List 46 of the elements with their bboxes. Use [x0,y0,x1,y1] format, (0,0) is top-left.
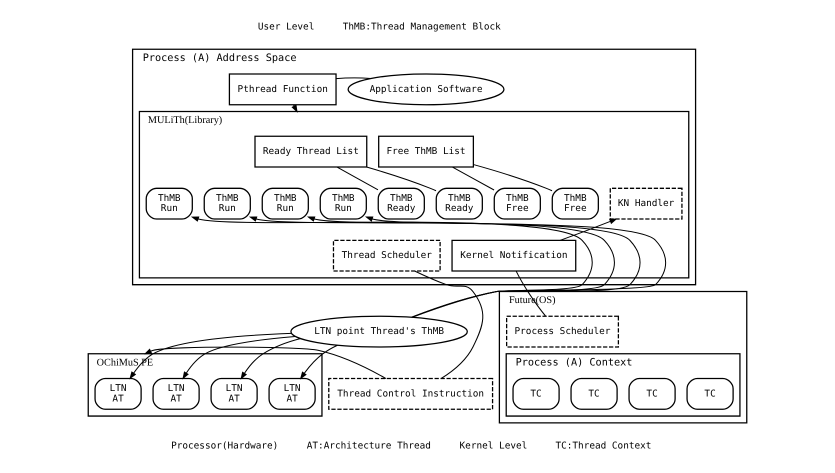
label: Kernel Level [460,440,528,452]
arrow [300,344,338,380]
label: TC:Thread Context [555,440,652,452]
node-box: LTN AT [152,378,200,410]
node-box: ThMB Free [494,188,541,220]
label: ThMB:Thread Management Block [342,21,501,32]
connector [336,166,378,190]
node-box: ThMB Ready [436,188,483,220]
connector [336,77,371,80]
node-box: Kernel Notification [451,240,576,272]
node-box: ThMB Run [146,188,193,220]
node-ellipse: LTN point Thread's ThMB [290,316,468,348]
arrow [248,216,615,318]
label: Processor(Hardware) [171,440,278,452]
node-ellipse: Application Software [348,73,505,106]
arrow [182,336,296,380]
node-box: TC [686,378,734,410]
node-box: Thread Scheduler [332,240,441,272]
node-box: ThMB Free [552,188,599,220]
node-box: TC [628,378,676,410]
arrow [144,346,386,379]
node-box: TC [570,378,618,410]
arrow [190,216,593,318]
arrow [364,216,666,318]
node-box: LTN AT [268,378,316,410]
node-box: ThMB Run [320,188,367,220]
node-box: Free ThMB List [378,136,474,168]
node-box: TC [512,378,560,410]
connector [473,164,552,192]
node-box: LTN AT [94,378,142,410]
node-box: ThMB Run [204,188,251,220]
arrow [129,332,292,380]
node-box: KN Handler [610,188,683,220]
node-box: Ready Thread List [254,136,368,168]
node-box: Thread Control Instruction [328,378,494,410]
connector [366,166,436,192]
arrow [560,218,618,241]
node-box: Process Scheduler [506,316,620,348]
node-box: LTN AT [210,378,258,410]
arrow [240,338,300,380]
label: AT:Architecture Thread [306,440,431,452]
connector [452,166,494,190]
label: User Level [258,21,314,32]
node-box: ThMB Run [262,188,309,220]
arrow [306,216,640,318]
node-box: ThMB Ready [378,188,425,220]
